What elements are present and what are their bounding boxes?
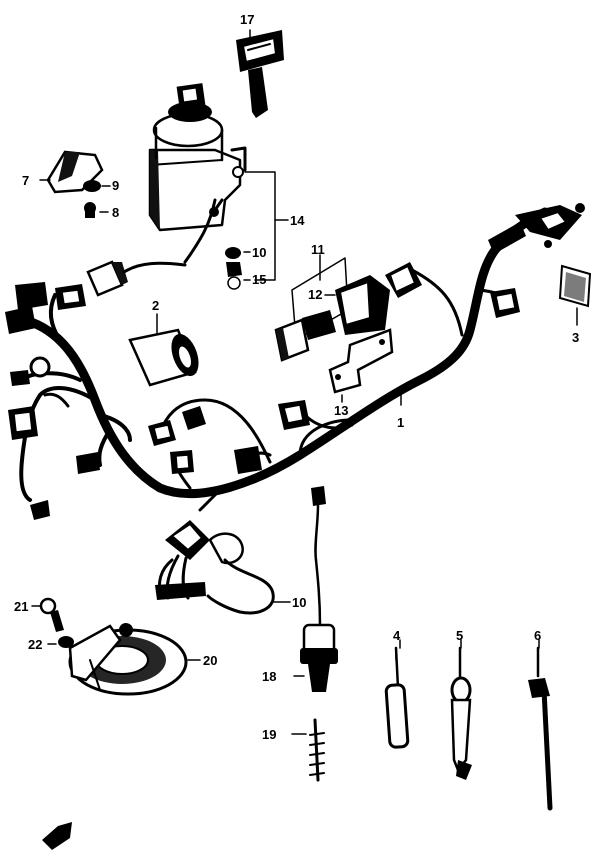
washer (83, 180, 111, 192)
callout-5: 5 (456, 628, 463, 643)
horn-bolt (31, 597, 64, 632)
callout-6: 6 (534, 628, 541, 643)
callout-18: 18 (262, 669, 276, 684)
horn (68, 623, 201, 696)
callout-bracket-14 (244, 171, 289, 281)
callout-7: 7 (22, 173, 29, 188)
callout-20: 20 (203, 653, 217, 668)
clamp-band (528, 646, 553, 811)
callout-3: 3 (572, 330, 579, 345)
ignition-key (236, 30, 284, 118)
front-arrow-icon (42, 822, 72, 850)
callout-12: 12 (308, 287, 322, 302)
leader-lines (249, 29, 540, 649)
callout-17: 17 (240, 12, 254, 27)
lead-wire (155, 488, 291, 615)
callout-22: 22 (28, 637, 42, 652)
switch-connector (86, 260, 187, 297)
callout-15: 15 (252, 272, 266, 287)
callout-13: 13 (334, 403, 348, 418)
wiring-harness (5, 203, 585, 520)
brake-switch (293, 486, 338, 692)
cable-band (384, 646, 410, 749)
ignition-switch (148, 83, 247, 264)
relay (274, 310, 336, 362)
nut (226, 262, 251, 290)
callout-10: 10 (252, 245, 266, 260)
callout-4: 4 (393, 628, 401, 643)
callout-2: 2 (152, 298, 159, 313)
switch-spring (291, 718, 325, 782)
bracket (328, 328, 394, 403)
label-plate (558, 264, 592, 326)
callout-10b: 10 (292, 595, 306, 610)
callout-19: 19 (262, 727, 276, 742)
clamp (450, 646, 472, 780)
callout-14: 14 (290, 213, 305, 228)
callout-8: 8 (112, 205, 119, 220)
screw (225, 247, 251, 259)
callout-11: 11 (311, 242, 325, 257)
horn-washer (47, 636, 74, 648)
callout-labels: 17 7 9 8 14 10 15 11 12 2 13 1 3 10 21 2… (14, 12, 579, 742)
callout-21: 21 (14, 599, 28, 614)
callout-1: 1 (397, 415, 404, 430)
capacitor (128, 313, 199, 387)
callout-9: 9 (112, 178, 119, 193)
bolt (84, 202, 109, 218)
